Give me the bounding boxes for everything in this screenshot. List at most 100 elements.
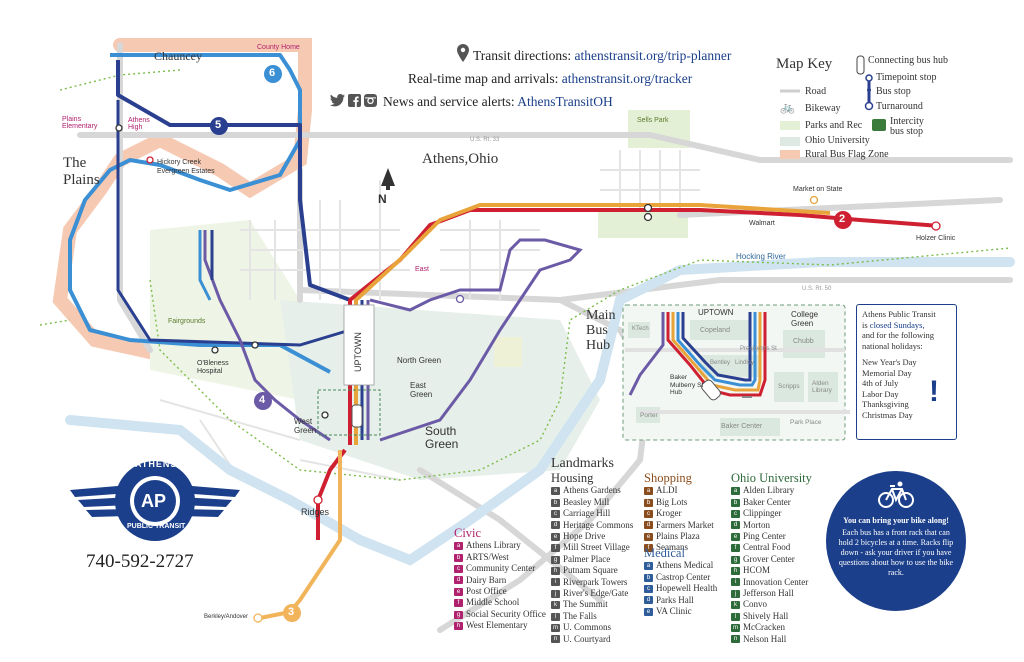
bike-body: Each bus has a front rack that can hold …	[838, 528, 954, 577]
holiday-item: 4th of July	[862, 378, 899, 388]
inset-uptown: UPTOWN	[698, 308, 734, 317]
inset-baker-center: Baker Center	[721, 423, 763, 430]
route-badges[interactable]	[210, 65, 852, 622]
main-bus-hub-inset	[622, 304, 850, 441]
ohio_university-name: Central Food	[743, 542, 791, 553]
housing-name: The Falls	[563, 610, 597, 621]
route-badge-5[interactable]: 5	[215, 119, 222, 131]
instagram-icon[interactable]	[364, 94, 377, 107]
civic-code-chip: a	[454, 542, 463, 551]
alerts-link[interactable]: AthensTransitOH	[517, 94, 613, 109]
civic-code-chip: f	[454, 599, 463, 608]
park-area	[150, 220, 330, 400]
housing-code-chip: e	[551, 532, 560, 541]
bike-headline: You can bring your bike along!	[843, 516, 949, 525]
label-west-green: West Green	[294, 417, 317, 435]
route-badge-6[interactable]: 6	[269, 67, 276, 79]
timepoint-stops[interactable]	[115, 124, 941, 623]
phone-number[interactable]: 740-592-2727	[86, 551, 194, 572]
route-badge-2[interactable]: 2	[839, 213, 846, 225]
ohio_university-name: Grover Center	[743, 553, 795, 564]
label-us33: U.S. Rt. 33	[470, 137, 500, 143]
exclamation-icon: !	[929, 375, 939, 408]
shopping-name: Big Lots	[656, 496, 688, 507]
ohio_university-code-chip: c	[731, 509, 740, 518]
ohio_university-code-chip: m	[731, 623, 740, 632]
twitter-icon[interactable]	[330, 94, 345, 107]
notice-line2-pre: is	[862, 319, 870, 330]
ohio_university-code-chip: e	[731, 532, 740, 541]
inset-ktech: KTech	[632, 326, 649, 332]
trip-planner-link[interactable]: athenstransit.org/trip-planner	[574, 48, 732, 63]
route-badge-4[interactable]: 4	[259, 394, 266, 406]
uptown-hub-marker[interactable]	[351, 404, 363, 428]
housing-name: Palmer Place	[563, 553, 611, 564]
label-east: East	[415, 266, 430, 273]
bicycle-icon	[878, 481, 914, 512]
ohio_university-code-chip: f	[731, 544, 740, 553]
logo-top-word: ATHENS	[135, 459, 178, 469]
inset-college-green: College Green	[791, 310, 819, 328]
ohio_university-code-chip: d	[731, 521, 740, 530]
route-badge-5-circle[interactable]	[210, 117, 228, 135]
shopping-name: ALDI	[656, 485, 678, 496]
notice-line1: Athens Public Transit	[862, 309, 936, 319]
inset-chubb: Chubb	[793, 338, 814, 345]
housing-name: Mill Street Village	[563, 542, 630, 553]
main-hub-highlight[interactable]	[317, 389, 381, 436]
alerts-line: News and service alerts: AthensTransitOH	[383, 94, 613, 110]
inset-lindley: Lindley	[735, 360, 755, 366]
inset-alden: Alden Library	[812, 380, 832, 394]
label-north-green: North Green	[397, 356, 442, 365]
ohio_university-name: Nelson Hall	[743, 633, 787, 644]
medical-name: VA Clinic	[656, 606, 692, 617]
route-badge-3-circle[interactable]	[283, 604, 301, 622]
facebook-icon[interactable]	[348, 94, 361, 107]
trip-planner-label: Transit directions:	[473, 48, 575, 63]
medical-name: Athens Medical	[656, 560, 714, 571]
label-north: N	[378, 192, 387, 206]
label-berkley: Berkley/Andover	[204, 614, 249, 620]
bike-rack-info: You can bring your bike along! Each bus …	[826, 471, 966, 611]
route-badge-3[interactable]: 3	[288, 606, 295, 618]
hocking-river	[65, 257, 1015, 566]
route-badge-2-circle[interactable]	[834, 211, 852, 229]
route-badge-4-circle[interactable]	[254, 392, 272, 410]
route-1-ridges	[316, 448, 347, 540]
ohio_university-code-chip: i	[731, 578, 740, 587]
civic-name: ARTS/West	[466, 551, 509, 562]
route-badge-6-circle[interactable]	[264, 65, 282, 83]
medical-code-chip: e	[644, 607, 653, 616]
logo-bottom-word: PUBLIC TRANSIT	[127, 523, 186, 530]
ohio_university-code-chip: a	[731, 487, 740, 496]
shopping-code-chip: f	[644, 544, 653, 553]
housing-name: River's Edge/Gate	[563, 588, 629, 599]
route-2-line	[354, 203, 831, 445]
tracker-line: Real-time map and arrivals: athenstransi…	[408, 71, 692, 87]
tracker-link[interactable]: athenstransit.org/tracker	[561, 71, 693, 86]
street-grid	[159, 150, 700, 481]
shopping-code-chip: b	[644, 498, 653, 507]
housing-name: Athens Gardens	[563, 485, 621, 496]
label-market-on-state: Market on State	[793, 186, 843, 193]
walmart-park-area	[598, 210, 688, 238]
ohio_university-name: Ping Center	[743, 531, 786, 542]
key-bus-stop: Bus stop	[876, 86, 911, 97]
holiday-item: Memorial Day	[862, 367, 912, 378]
location-pin-icon	[457, 44, 469, 67]
